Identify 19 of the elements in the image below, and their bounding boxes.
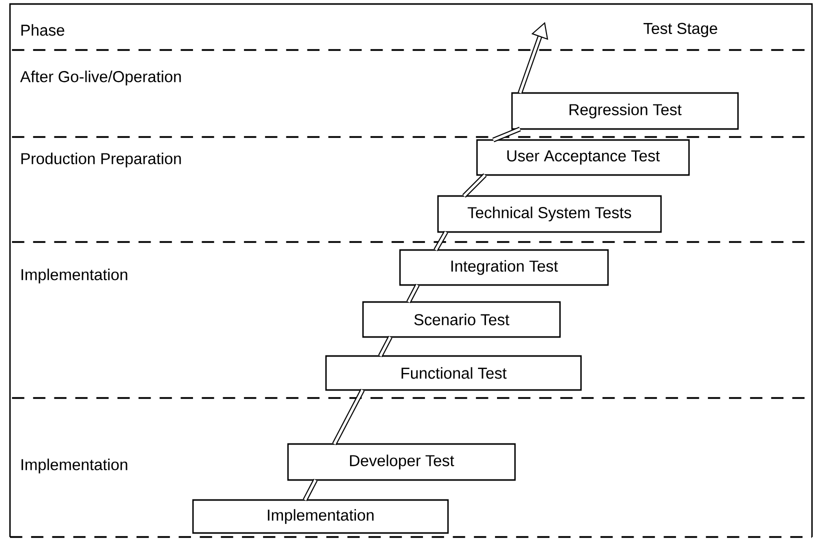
test-stage-box: Technical System Tests bbox=[437, 195, 662, 233]
test-stage-box: Integration Test bbox=[399, 249, 609, 286]
phase-label: Production Preparation bbox=[21, 152, 181, 168]
arrow bbox=[406, 284, 420, 304]
test-stage-box: User Acceptance Test bbox=[476, 139, 690, 176]
phase-label: After Go-live/Operation bbox=[20, 70, 181, 86]
phase-label: Test Stage bbox=[644, 22, 718, 38]
test-stage-box: Functional Test bbox=[325, 355, 582, 391]
test-stage-box: Developer Test bbox=[287, 443, 516, 481]
test-stage-box: Scenario Test bbox=[362, 301, 561, 338]
test-stage-box: Implementation bbox=[192, 499, 449, 534]
phase-label: Implementation bbox=[22, 268, 128, 284]
arrow bbox=[434, 230, 448, 252]
arrow bbox=[378, 336, 392, 358]
test-stage-box: Regression Test bbox=[511, 92, 739, 130]
arrow bbox=[462, 173, 487, 198]
arrow bbox=[302, 478, 318, 502]
phase-label: Phase bbox=[21, 24, 64, 36]
phase-label: Implementation bbox=[22, 458, 128, 474]
